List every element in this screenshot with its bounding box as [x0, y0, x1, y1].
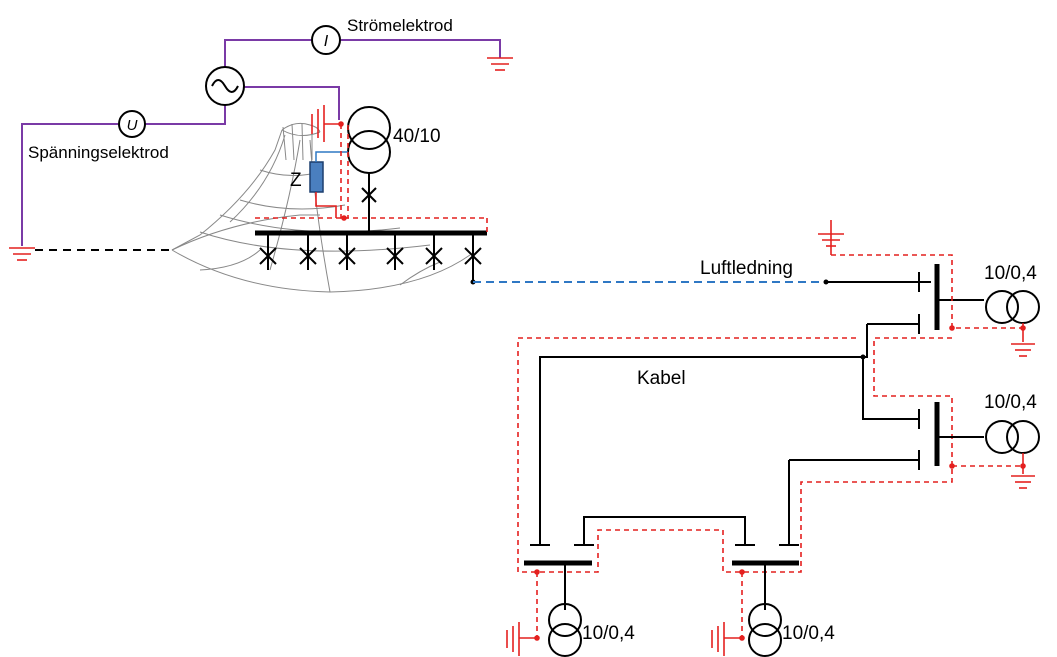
voltage-meter-symbol: U	[127, 117, 138, 134]
substation-4-earth-icon	[711, 622, 742, 656]
current-meter-symbol: I	[324, 33, 329, 50]
current-electrode-earth-icon	[487, 57, 513, 71]
feeder-breaker-icon	[338, 233, 356, 270]
transformer-breaker-icon	[361, 187, 377, 203]
main-station-earth-icon	[311, 105, 325, 142]
feeder-breaker-icon	[386, 233, 404, 270]
substation-1-ratio: 10/0,4	[984, 263, 1037, 284]
cable-label: Kabel	[637, 368, 686, 389]
ac-source-icon	[205, 66, 245, 106]
cable	[539, 324, 868, 545]
feeder-breaker-icon	[299, 233, 317, 270]
feeder-breaker-icon	[259, 233, 277, 270]
impedance-label: Z	[290, 170, 302, 191]
transformer-2-icon	[985, 420, 1040, 454]
voltage-electrode-earth-icon	[9, 247, 35, 261]
feeder-breaker-icon	[425, 233, 443, 270]
transformer-3-icon	[548, 603, 582, 657]
substation-2-ratio: 10/0,4	[984, 392, 1037, 413]
main-transformer-icon	[347, 106, 391, 174]
main-transformer-ratio: 40/10	[393, 126, 441, 147]
substation-2-earth-icon	[1011, 475, 1035, 489]
substation-4-ratio: 10/0,4	[782, 623, 835, 644]
substation-3-ratio: 10/0,4	[582, 623, 635, 644]
overhead-line-label: Luftledning	[700, 258, 793, 279]
feeder-breakers	[259, 233, 482, 285]
feeder-breaker-icon	[464, 233, 482, 285]
substation-1-earth-icon	[1011, 343, 1035, 357]
measurement-circuit	[21, 39, 501, 246]
substation-3: 10/0,4	[524, 516, 746, 657]
voltage-electrode-label: Spänningselektrod	[28, 143, 169, 162]
transformer-4-icon	[748, 603, 782, 657]
earth-potential-funnel	[171, 122, 471, 293]
impedance-z-icon	[309, 161, 324, 193]
substation-4: 10/0,4	[732, 460, 835, 657]
transformer-1-icon	[985, 290, 1040, 324]
substation-2: 10/0,4	[789, 392, 1040, 489]
substation-1: 10/0,4	[826, 263, 1040, 357]
current-meter-icon: I	[311, 25, 341, 55]
voltage-meter-icon: U	[118, 110, 146, 138]
overhead-line-earth-icon	[818, 220, 844, 255]
substation-3-earth-icon	[506, 622, 537, 656]
current-electrode-label: Strömelektrod	[347, 16, 453, 35]
